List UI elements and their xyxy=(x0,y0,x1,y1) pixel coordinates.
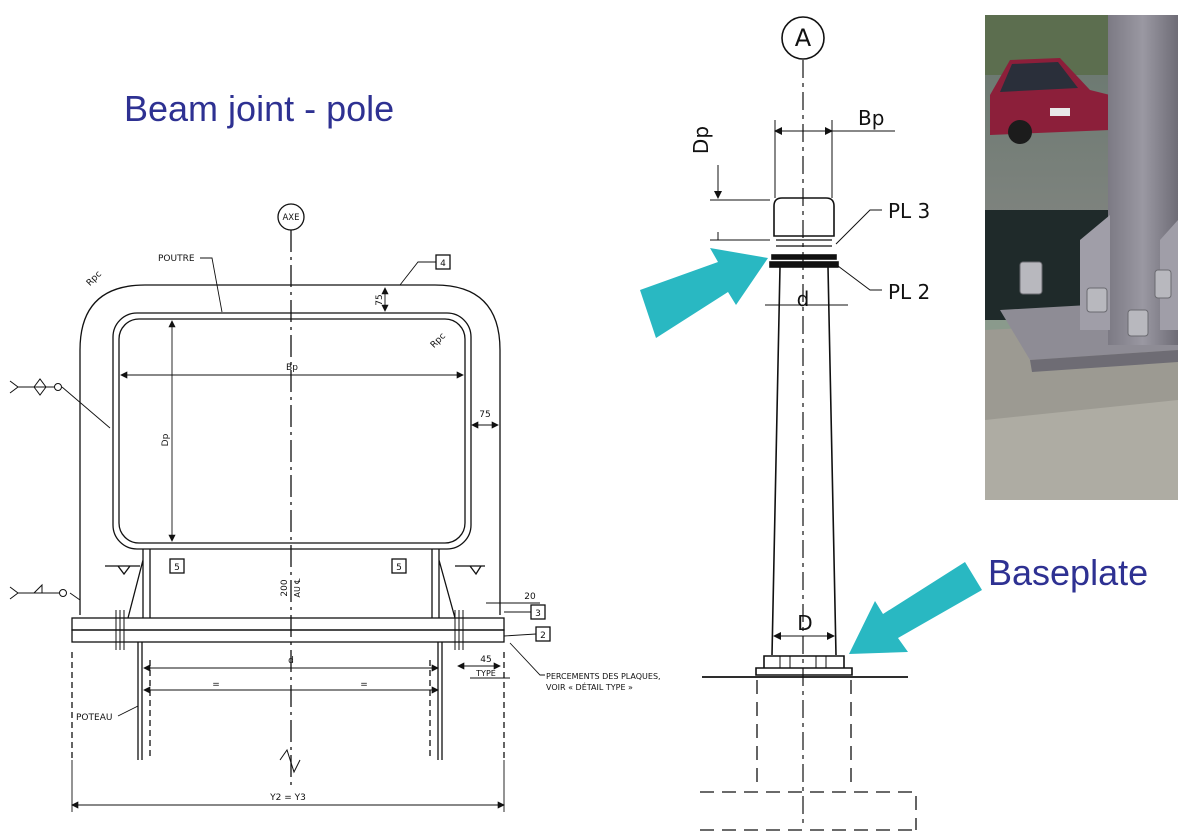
dim-75-right-label: 75 xyxy=(479,410,490,420)
right-pole-drawing xyxy=(700,16,917,831)
dim-20-label: 20 xyxy=(524,592,536,602)
left-drawing-labels: AXE POUTRE POTEAU Rpc Rpc Bp Dp 75 75 20… xyxy=(76,213,661,803)
car-in-photo xyxy=(990,58,1110,144)
weld-fillet-right xyxy=(455,565,485,576)
leader-tag4 xyxy=(399,261,436,286)
bp-label-right: Bp xyxy=(858,106,884,130)
center-dim-label: 200 xyxy=(280,579,290,596)
right-axis-label: A xyxy=(795,24,812,52)
tag-2-label: 2 xyxy=(540,631,546,641)
plate-2-right xyxy=(769,261,839,268)
baseplate-title: Baseplate xyxy=(988,552,1149,593)
note-line-2: VOIR « DÉTAIL TYPE » xyxy=(546,681,633,692)
left-pole xyxy=(71,642,505,774)
pl3-label: PL 3 xyxy=(888,199,930,223)
depth-label: Dp xyxy=(161,433,171,446)
right-axis-bubble xyxy=(781,16,825,60)
leader-weld-bottom xyxy=(69,592,81,601)
leader-pl2 xyxy=(837,265,882,291)
baseplate-photo xyxy=(985,15,1178,500)
tag-5a-box xyxy=(169,558,185,574)
plate-3 xyxy=(71,617,505,631)
width-label: Bp xyxy=(286,363,298,373)
tag-5b-box xyxy=(391,558,407,574)
weld-fillet-left xyxy=(105,565,140,576)
pole-body xyxy=(771,266,837,656)
beam-inner-outline-2 xyxy=(118,318,466,544)
stiffener-right xyxy=(431,549,456,619)
radius-inner-label: Rpc xyxy=(429,331,448,350)
beam-outer-outline xyxy=(79,284,501,615)
type-label: TYPE xyxy=(475,669,496,678)
radius-outer-label: Rpc xyxy=(85,269,104,288)
stiffener-left xyxy=(127,549,151,619)
tag-4-label: 4 xyxy=(440,259,446,269)
dim-45-label: 45 xyxy=(480,655,491,665)
d-label: d xyxy=(288,656,294,666)
footing-dashed xyxy=(700,680,917,831)
left-beam-joint-drawing xyxy=(9,203,551,812)
dp-label-right: Dp xyxy=(689,126,713,154)
note-line-1: PERCEMENTS DES PLAQUES, xyxy=(546,672,661,681)
leader-weld-top xyxy=(61,386,111,429)
beam-inner-outline-1 xyxy=(112,312,472,550)
left-axis-bubble xyxy=(277,203,305,231)
arrow-to-baseplate xyxy=(849,562,982,654)
axis-label: AXE xyxy=(282,213,299,223)
leader-note xyxy=(509,642,545,676)
plate-2 xyxy=(71,629,505,643)
beam-label: POUTRE xyxy=(158,254,195,264)
center-dim-note: AU ℄ xyxy=(293,578,302,598)
pole-cap xyxy=(773,197,835,237)
right-drawing-labels: A Bp Dp PL 3 PL 2 d D xyxy=(689,24,930,635)
leader-beam xyxy=(200,257,223,313)
tag-3-label: 3 xyxy=(535,609,541,619)
tag-4-box xyxy=(435,254,451,270)
weld-symbol-icon xyxy=(9,378,67,600)
y-label: Y2 = Y3 xyxy=(269,793,306,803)
pole-base xyxy=(755,655,853,676)
tag-5b-label: 5 xyxy=(396,563,402,573)
leader-post xyxy=(117,705,139,717)
d-label-right: d xyxy=(797,287,810,311)
leader-pl3 xyxy=(835,209,882,245)
pl2-label: PL 2 xyxy=(888,280,930,304)
post-label: POTEAU xyxy=(76,713,112,723)
dim-75-top-label: 75 xyxy=(375,294,385,305)
equal-right-label: = xyxy=(360,680,368,690)
arrow-to-joint xyxy=(640,248,768,338)
D-label-right: D xyxy=(797,611,812,635)
main-title: Beam joint - pole xyxy=(124,88,395,129)
equal-left-label: = xyxy=(212,680,220,690)
tag-5a-label: 5 xyxy=(174,563,180,573)
teal-arrow-icon xyxy=(640,248,982,654)
